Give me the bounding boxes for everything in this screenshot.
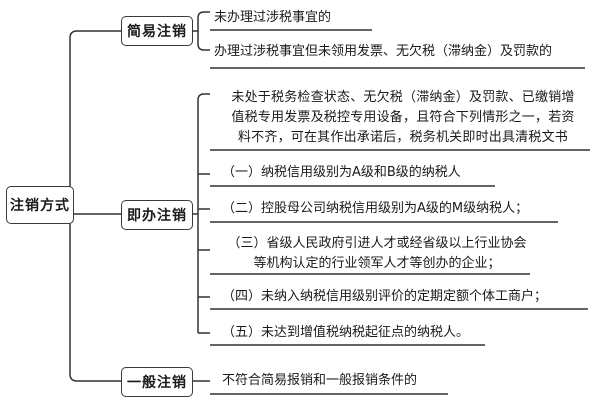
immediate-item-5: （五）未达到增值税纳税起征点的纳税人。 bbox=[222, 325, 470, 340]
root-node: 注销方式 bbox=[6, 186, 74, 224]
general-cancel-label: 一般注销 bbox=[127, 375, 187, 391]
simple-item-1: 未办理过涉税事宜的 bbox=[214, 10, 332, 25]
immediate-condition-line-1: 未处于税务检查状态、无欠税（滞纳金）及罚款、已缴销增 bbox=[231, 90, 575, 105]
simple-cancel-node: 简易注销 bbox=[121, 16, 193, 46]
general-item-1: 不符合简易报销和一般报销条件的 bbox=[222, 373, 418, 388]
connector-immediate-trunk bbox=[193, 100, 199, 333]
immediate-item-3-line-1: （三）省级人民政府引进人才或经省级以上行业协会 bbox=[227, 236, 527, 251]
immediate-condition-text: 未处于税务检查状态、无欠税（滞纳金）及罚款、已缴销增 值税专用发票及税控专用设备… bbox=[210, 88, 596, 148]
immediate-condition-line-3: 料不齐，可在其作出承诺后，税务机关即时出具清税文书 bbox=[237, 130, 568, 145]
immediate-cancel-label: 即办注销 bbox=[127, 208, 187, 224]
simple-cancel-label: 简易注销 bbox=[127, 24, 187, 40]
connector-root-simple bbox=[69, 30, 121, 205]
connector-root-general bbox=[69, 223, 121, 382]
immediate-item-3: （三）省级人民政府引进人才或经省级以上行业协会 等机构认定的行业领军人才等创办的… bbox=[212, 234, 542, 274]
immediate-item-1: （一）纳税信用级别为A级和B级的纳税人 bbox=[222, 165, 461, 180]
connector-simple-item-2 bbox=[197, 31, 210, 51]
connector-immediate-items bbox=[198, 173, 210, 334]
connector-simple-item-1 bbox=[197, 11, 210, 31]
immediate-item-4: （四）未纳入纳税信用级别评价的定期定额个体工商户； bbox=[222, 289, 548, 304]
immediate-item-3-line-2: 等机构认定的行业领军人才等创办的企业； bbox=[253, 256, 501, 271]
root-label: 注销方式 bbox=[10, 198, 70, 214]
simple-item-2: 办理过涉税事宜但未领用发票、无欠税（滞纳金）及罚款的 bbox=[214, 44, 553, 59]
immediate-item-2: （二）控股母公司纳税信用级别为A级的M级纳税人； bbox=[222, 201, 529, 216]
immediate-condition-line-2: 值税专用发票及税控专用设备，且符合下列情形之一，若资 bbox=[231, 110, 575, 125]
immediate-cancel-node: 即办注销 bbox=[121, 200, 193, 230]
connector-immediate-cond bbox=[197, 93, 210, 101]
general-cancel-node: 一般注销 bbox=[121, 367, 193, 397]
